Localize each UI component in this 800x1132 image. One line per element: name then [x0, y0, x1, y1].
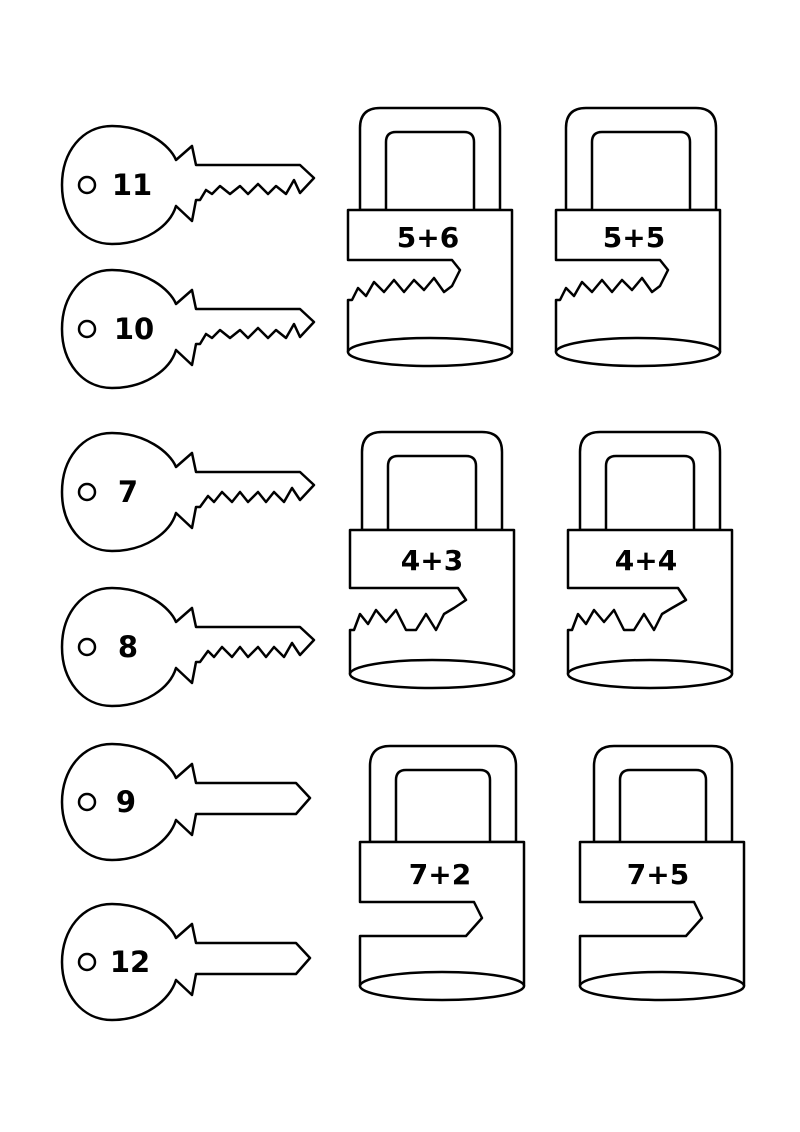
padlock-base: [566, 658, 734, 690]
key-number: 12: [110, 945, 150, 979]
key-number: 8: [118, 630, 138, 664]
key-7[interactable]: 7: [60, 431, 316, 553]
lock-4-plus-3[interactable]: 4+3: [348, 430, 516, 690]
key-11[interactable]: 11: [60, 124, 316, 246]
key-12[interactable]: 12: [60, 902, 312, 1022]
key-8[interactable]: 8: [60, 586, 316, 708]
padlock-shackle: [368, 744, 518, 844]
key-9[interactable]: 9: [60, 742, 312, 862]
key-icon: [60, 268, 316, 390]
key-icon: [60, 902, 312, 1022]
padlock-shackle: [358, 106, 502, 212]
padlock-base: [554, 336, 722, 368]
padlock-shackle: [578, 430, 722, 532]
padlock-base: [348, 658, 516, 690]
padlock-base: [346, 336, 514, 368]
key-icon: [60, 742, 312, 862]
key-number: 9: [116, 785, 136, 819]
lock-expression: 4+3: [401, 544, 463, 577]
padlock-base: [358, 970, 526, 1002]
lock-5-plus-6[interactable]: 5+6: [346, 106, 514, 368]
lock-expression: 5+6: [397, 221, 459, 254]
key-hole: [77, 319, 97, 339]
key-hole: [77, 175, 97, 195]
lock-7-plus-5[interactable]: 7+5: [578, 744, 746, 1002]
padlock-shackle: [564, 106, 718, 212]
padlock-base: [578, 970, 746, 1002]
lock-7-plus-2[interactable]: 7+2: [358, 744, 526, 1002]
key-10[interactable]: 10: [60, 268, 316, 390]
key-hole: [77, 952, 97, 972]
key-number: 11: [112, 168, 152, 202]
padlock-shackle: [592, 744, 734, 844]
key-hole: [77, 792, 97, 812]
lock-expression: 5+5: [603, 221, 665, 254]
lock-5-plus-5[interactable]: 5+5: [554, 106, 722, 368]
lock-expression: 7+5: [627, 858, 689, 891]
key-hole: [77, 637, 97, 657]
key-icon: [60, 586, 316, 708]
key-icon: [60, 431, 316, 553]
lock-4-plus-4[interactable]: 4+4: [566, 430, 734, 690]
key-number: 7: [118, 475, 138, 509]
lock-expression: 7+2: [409, 858, 471, 891]
lock-expression: 4+4: [615, 544, 677, 577]
key-hole: [77, 482, 97, 502]
padlock-shackle: [360, 430, 504, 532]
key-number: 10: [114, 312, 154, 346]
key-icon: [60, 124, 316, 246]
